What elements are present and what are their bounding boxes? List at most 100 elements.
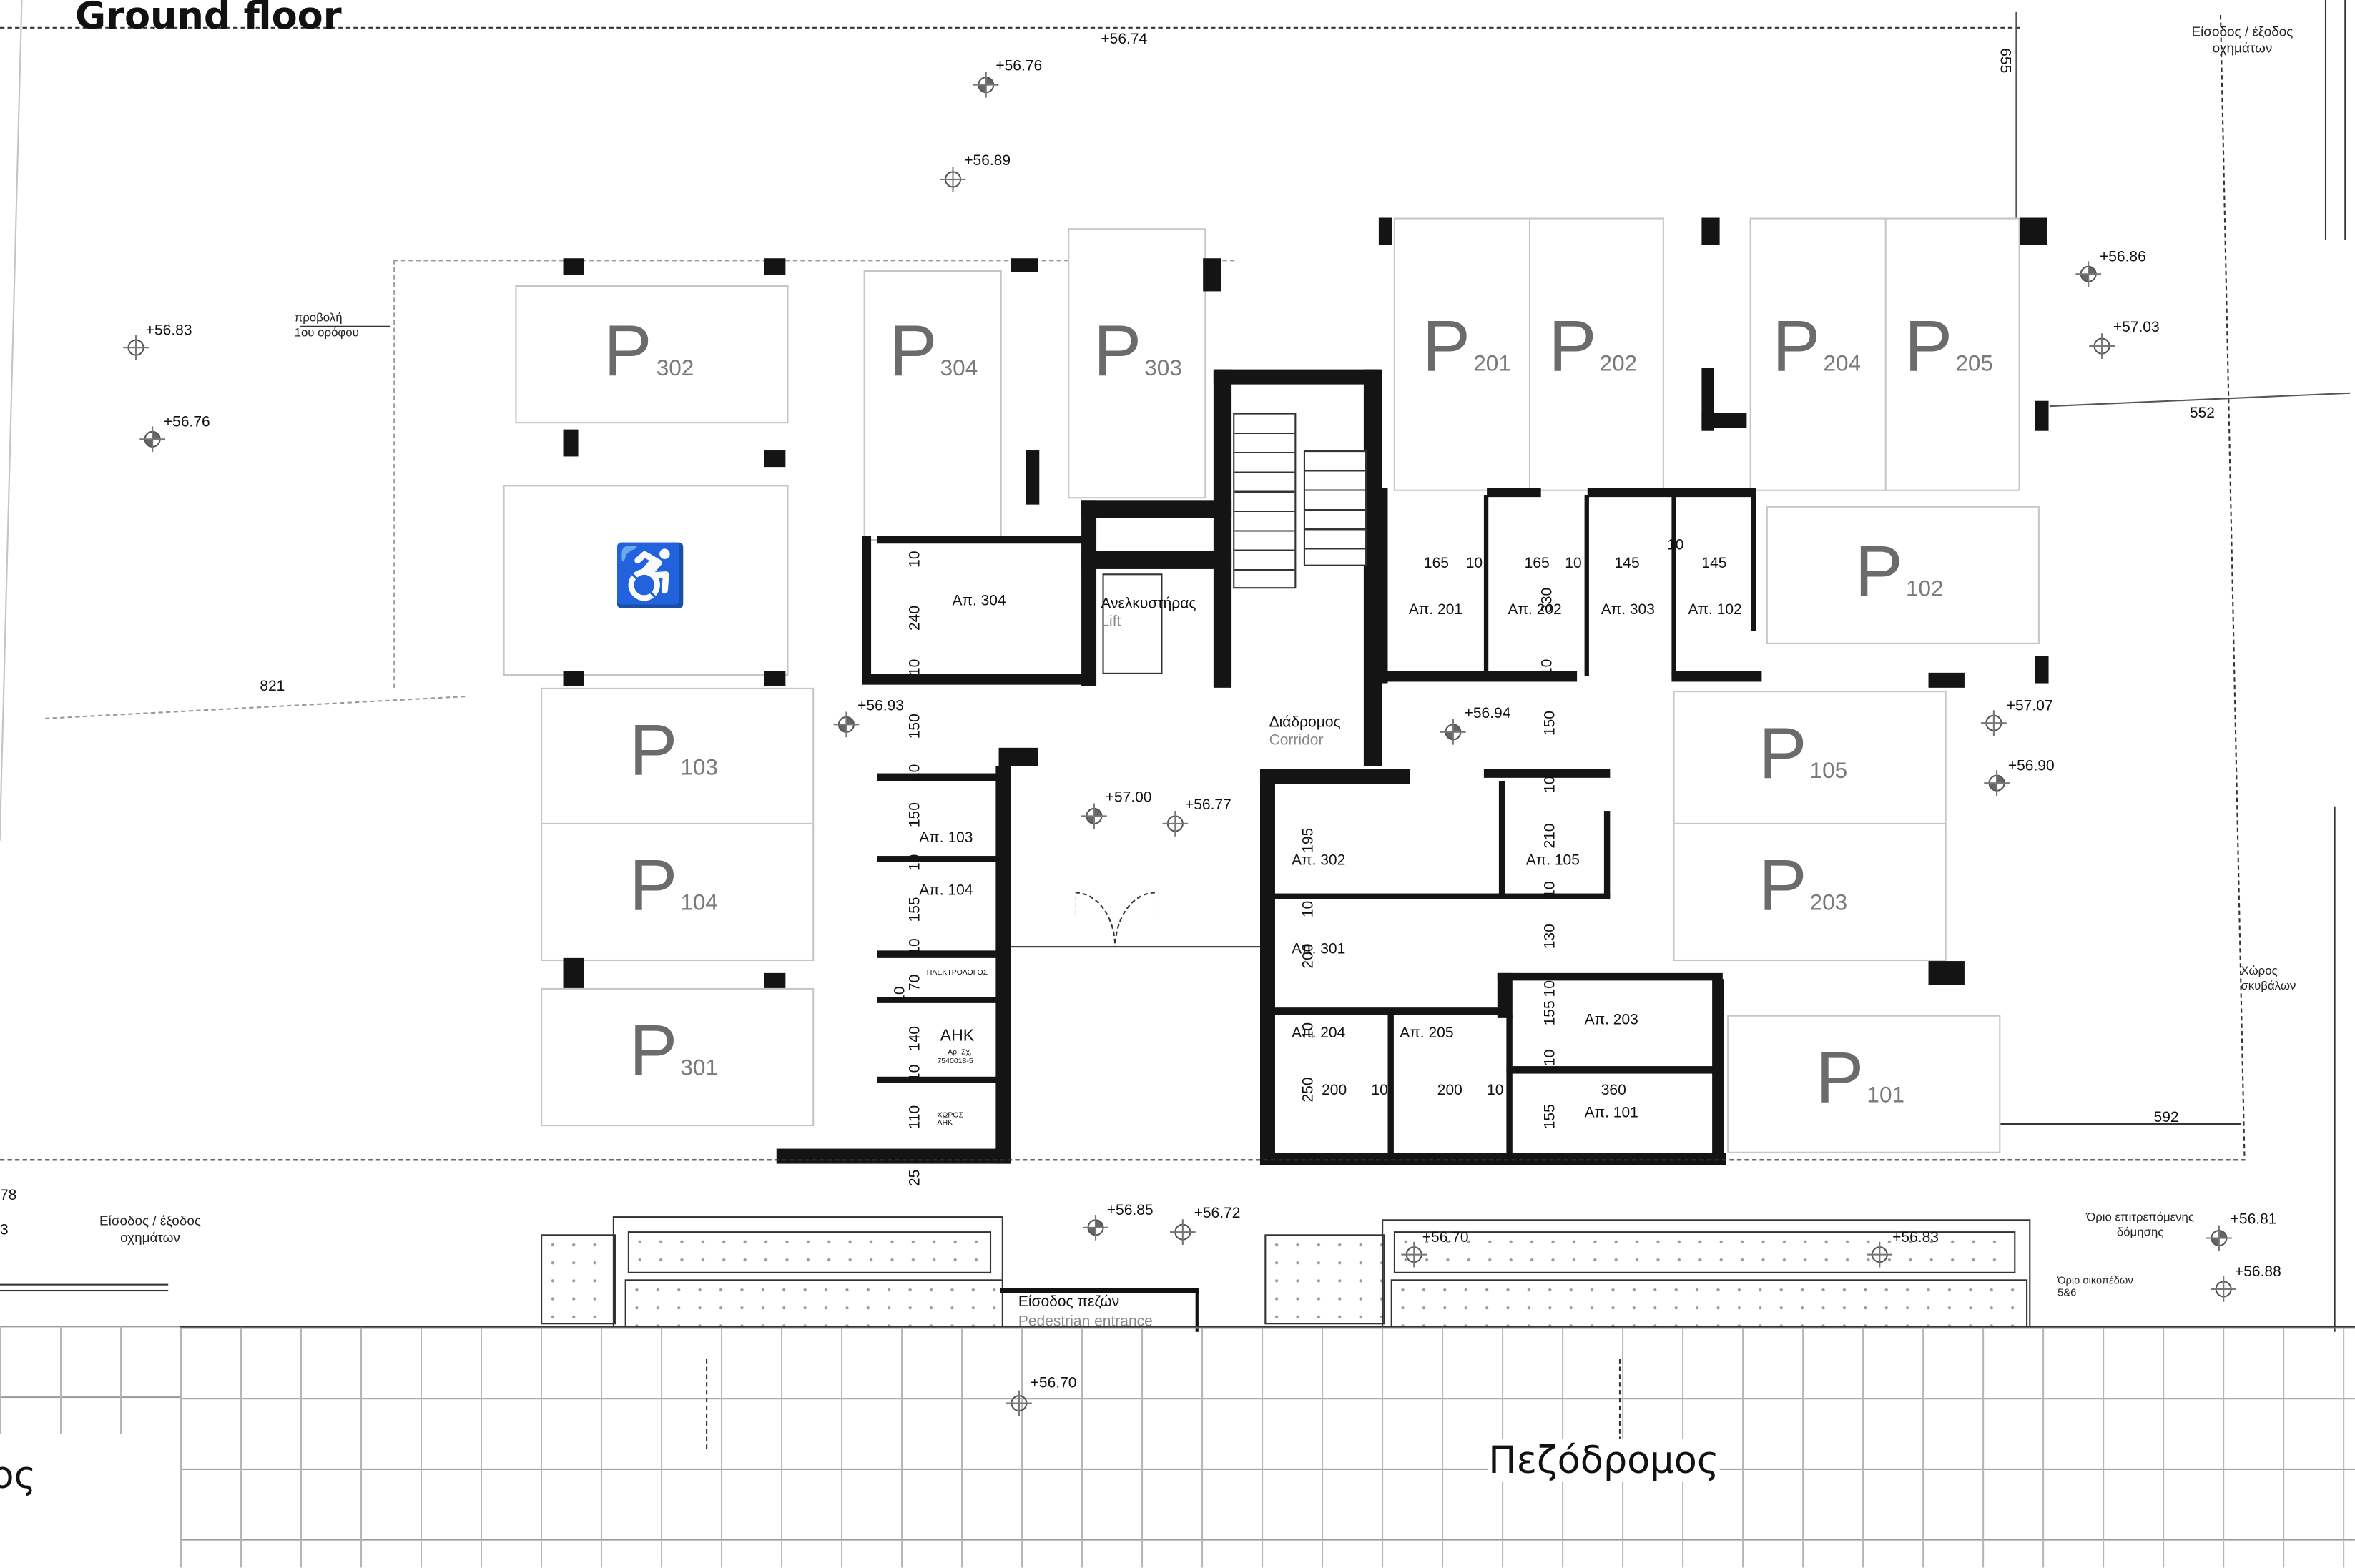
dim: 10 xyxy=(1371,1083,1388,1100)
planter xyxy=(541,1234,616,1325)
parking-letter: P xyxy=(1904,307,1953,388)
parking-letter: P xyxy=(1854,533,1903,613)
note-line: Χώρος xyxy=(2241,964,2278,978)
ahk-ref-2: 7540018-5 xyxy=(937,1057,973,1067)
dim: 10 xyxy=(1487,1083,1504,1100)
wall xyxy=(877,1076,998,1083)
parking-number: 301 xyxy=(680,1055,718,1082)
dim: 145 xyxy=(1701,556,1727,573)
room-ap-105: Απ. 105 xyxy=(1525,852,1580,869)
parking-number: 302 xyxy=(656,355,694,382)
column xyxy=(1701,217,1720,245)
parking-bay-p201: P 201 xyxy=(1393,217,1533,491)
drawing-title: Ground floor xyxy=(75,0,342,38)
street-label: Πεζόδρομος xyxy=(1488,1438,1719,1482)
axis-line xyxy=(1618,1359,1621,1449)
dim: 145 xyxy=(1614,556,1640,573)
note-line: 5&6 xyxy=(2057,1288,2077,1300)
dim-821: 821 xyxy=(260,679,285,696)
dim: 10 xyxy=(907,938,924,955)
lift-label-en: Lift xyxy=(1101,613,1121,631)
wall xyxy=(1487,488,1541,498)
elevation-marker-icon xyxy=(973,72,999,98)
wall xyxy=(877,773,998,781)
room-ap-103: Απ. 103 xyxy=(919,830,973,847)
wall xyxy=(1671,671,1762,682)
wall xyxy=(1587,488,1753,498)
parking-letter: P xyxy=(604,312,652,393)
note-line: οχημάτων xyxy=(2212,40,2273,56)
wall xyxy=(1751,488,1756,631)
dim: 155 xyxy=(1542,1000,1559,1026)
waste-area-note: Χώρος σκυβάλων xyxy=(2241,964,2331,992)
parking-letter: P xyxy=(1759,847,1807,927)
wall xyxy=(1274,1007,1508,1015)
elevation: +56.81 xyxy=(2230,1211,2277,1228)
elevation-marker-icon xyxy=(2206,1225,2232,1251)
dim: 10 xyxy=(907,764,924,781)
elevation: +56.83 xyxy=(1892,1229,1939,1247)
projection-arrow xyxy=(300,325,391,327)
elevation-marker-icon xyxy=(1401,1241,1427,1268)
wall xyxy=(877,536,1085,544)
stair-flight-2 xyxy=(1303,450,1367,566)
wall xyxy=(1378,488,1388,684)
projection-note: προβολή 1ου ορόφου xyxy=(295,311,378,340)
dim: 10 xyxy=(1565,556,1582,573)
room-ap-302: Απ. 302 xyxy=(1292,852,1346,869)
entrance-door-left[interactable] xyxy=(1075,892,1116,948)
dim: 10 xyxy=(907,551,924,568)
ahk-space-2: ΑΗΚ xyxy=(937,1118,953,1128)
parking-letter: P xyxy=(1093,312,1142,393)
stair-wall-left xyxy=(1213,369,1232,688)
column xyxy=(1011,258,1038,272)
pedestrian-entrance[interactable] xyxy=(1000,1288,1199,1332)
note-line: οχημάτων xyxy=(120,1229,180,1245)
parking-letter: P xyxy=(1548,307,1597,388)
dim: 10 xyxy=(1539,659,1556,676)
lift-cabin xyxy=(1102,573,1163,674)
elevation-marker-icon xyxy=(2075,261,2102,287)
note-line: Όριο επιτρεπόμενης xyxy=(2086,1210,2195,1224)
parking-bay-p103: P 103 xyxy=(541,687,815,827)
room-ap-101: Απ. 101 xyxy=(1584,1105,1638,1122)
dim: 10 xyxy=(1300,900,1317,918)
dim: 150 xyxy=(907,714,924,739)
parking-bay-p304: P 304 xyxy=(863,270,1002,541)
elevation-marker-icon xyxy=(1440,719,1466,745)
elevation: +57.07 xyxy=(2006,698,2053,715)
note-line: προβολή xyxy=(294,310,343,325)
dim: 360 xyxy=(1601,1083,1626,1100)
note-line: 1ου ορόφου xyxy=(294,325,359,339)
lift-wall-mid xyxy=(1081,551,1232,569)
wall xyxy=(1387,1015,1394,1160)
column xyxy=(2035,400,2049,431)
wall xyxy=(1483,495,1489,676)
room-ap-304: Απ. 304 xyxy=(952,593,1006,610)
elevation: +56.70 xyxy=(1030,1375,1077,1392)
parking-bay-p205: P 205 xyxy=(1884,217,2020,491)
room-ap-102: Απ. 102 xyxy=(1688,602,1742,619)
parking-bay-p102: P 102 xyxy=(1766,506,2040,644)
dim: 25 xyxy=(907,1169,924,1187)
parking-letter: P xyxy=(1816,1039,1864,1119)
plot-right-line xyxy=(2334,806,2336,1332)
dim: 10 xyxy=(1542,776,1559,793)
elevation: +56.89 xyxy=(964,153,1011,170)
planter xyxy=(1264,1234,1385,1325)
parking-bay-p204: P 204 xyxy=(1749,217,1888,491)
wall xyxy=(776,1148,1011,1164)
elevation-marker-icon xyxy=(1984,770,2010,797)
room-ap-104: Απ. 104 xyxy=(919,882,973,899)
accessible-parking-bay: ♿ xyxy=(503,485,789,676)
wall xyxy=(1506,1066,1717,1074)
parking-number: 103 xyxy=(680,755,718,781)
parking-letter: P xyxy=(629,847,678,927)
elevation: +56.76 xyxy=(995,58,1043,76)
entrance-door-right[interactable] xyxy=(1114,892,1155,948)
lift-wall-top xyxy=(1081,500,1232,518)
parking-letter: P xyxy=(629,711,678,792)
wall xyxy=(1483,769,1611,778)
wall xyxy=(862,536,872,682)
